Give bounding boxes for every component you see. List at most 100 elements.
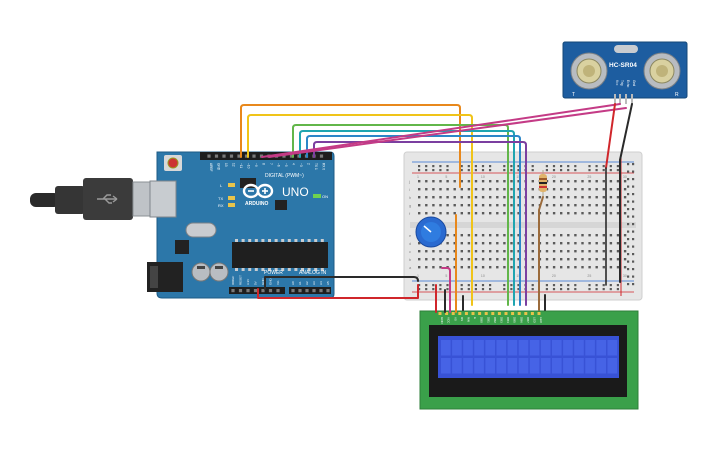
- wire-sensor-vcc: [605, 103, 616, 169]
- bb-col-number: 25: [587, 274, 591, 278]
- arduino-model: UNO: [282, 185, 309, 199]
- bb-col-number: 15: [516, 274, 520, 278]
- arduino-logo-icon: [242, 183, 274, 199]
- bb-col-number: 20: [552, 274, 556, 278]
- bb-col-number: 10: [481, 274, 485, 278]
- on-led: [313, 194, 321, 198]
- header-pin-label: 3.3V: [246, 279, 250, 285]
- l-led-label: L: [220, 183, 223, 188]
- header-pin-label: 13: [224, 163, 228, 167]
- header-pin-label: AREF: [209, 163, 213, 172]
- sensor-r-mark: R: [675, 92, 679, 98]
- lcd-pin-label: DB5: [513, 317, 517, 323]
- bb-row-letter: j: [408, 179, 410, 184]
- sensor-pin-label: Vcc: [615, 80, 619, 86]
- wire-lcd-v0: [441, 267, 451, 313]
- bb-row-letter: a: [409, 265, 412, 270]
- lcd-pin-label: DB1: [486, 317, 490, 323]
- header-pin-label: ~3: [299, 163, 303, 167]
- wire-green: [292, 124, 509, 306]
- bb-col-number: 30: [623, 175, 627, 179]
- bb-row-letter: i: [409, 187, 410, 192]
- bb-col-number: 5: [445, 274, 447, 278]
- header-pin-label: A4: [319, 281, 323, 285]
- wire-trig: [261, 103, 621, 158]
- bb-row-letter: h: [409, 195, 411, 200]
- lcd-pin-label: DB0: [480, 317, 484, 323]
- header-pin-label: ~6: [277, 163, 281, 167]
- bb-col-number: 10: [481, 175, 485, 179]
- header-pin-label: A1: [298, 281, 302, 285]
- lcd-pin-label: GND: [440, 317, 444, 325]
- rx-led: [228, 203, 235, 207]
- lcd-pin-label: VCC: [447, 317, 451, 324]
- analog-label: ANALOG IN: [299, 270, 327, 276]
- lcd-pin-label: DB7: [526, 317, 530, 323]
- tx-led: [228, 196, 235, 200]
- lcd-pin-label: RW: [467, 317, 471, 322]
- bb-col-number: 1: [417, 274, 419, 278]
- header-pin-label: Vin: [276, 280, 280, 285]
- lcd-pin-label: DB2: [493, 317, 497, 323]
- header-pin-label: A5: [326, 281, 330, 285]
- header-pin-label: A0: [291, 281, 295, 285]
- wire-blue: [306, 135, 521, 306]
- wire-sensor-gnd: [619, 103, 633, 283]
- wire-5v: [257, 284, 419, 299]
- resistor: [539, 170, 547, 197]
- header-pin-label: 8: [262, 163, 266, 165]
- lcd-pin-label: E: [473, 317, 477, 319]
- header-pin-label: GND: [261, 278, 265, 286]
- lcd-pin-label: DB6: [519, 317, 523, 323]
- wire-purple: [313, 141, 527, 306]
- potentiometer: [415, 216, 447, 248]
- lcd-pin-label: LED: [539, 317, 543, 324]
- bb-col-number: 30: [623, 274, 627, 278]
- lcd-pin-label: DB4: [506, 317, 510, 323]
- sensor-model: HC-SR04: [609, 62, 637, 69]
- header-pin-label: A2: [305, 281, 309, 285]
- header-pin-label: 12: [232, 163, 236, 167]
- sensor-pin-label: Gnd: [632, 80, 636, 86]
- digital-label: DIGITAL (PWM~): [265, 173, 304, 179]
- header-pin-label: TX 1: [314, 163, 318, 170]
- lcd-pin-label: DB3: [500, 317, 504, 323]
- header-pin-label: ~10: [247, 163, 251, 169]
- header-pin-label: GND: [269, 278, 273, 286]
- header-pin-label: ~11: [239, 163, 243, 168]
- header-pin-label: GND: [217, 163, 221, 171]
- header-pin-label: 5V: [254, 281, 258, 285]
- wire-gnd: [264, 276, 419, 290]
- header-pin-label: 4: [292, 163, 296, 165]
- bb-row-letter: d: [409, 241, 411, 246]
- wire-yellow: [247, 114, 473, 306]
- header-pin-label: RX 0: [322, 163, 326, 170]
- bb-col-number: 1: [417, 175, 419, 179]
- usb-cable: [30, 178, 160, 220]
- header-pin-label: IOREF: [231, 276, 235, 285]
- bb-col-number: 25: [587, 175, 591, 179]
- power-label: POWER: [264, 270, 283, 276]
- arduino-brand: ARDUINO: [245, 201, 268, 207]
- bb-col-number: 20: [552, 175, 556, 179]
- tx-led-label: TX: [218, 196, 223, 201]
- header-pin-label: ~9: [254, 163, 258, 167]
- wires: [240, 103, 633, 313]
- bb-col-number: 15: [516, 175, 520, 179]
- bb-row-letter: f: [409, 211, 411, 216]
- wire-backlight: [538, 196, 544, 311]
- bb-row-letter: g: [409, 203, 411, 208]
- sensor-t-mark: T: [572, 92, 575, 98]
- bb-row-letter: b: [409, 257, 412, 262]
- lcd-pin-label: V0: [453, 317, 457, 321]
- on-led-label: ON: [322, 194, 328, 199]
- sensor-pin-label: Echo: [626, 80, 630, 87]
- sensor-pin-label: Trig: [620, 80, 624, 86]
- lcd-pin-label: LED: [533, 317, 537, 324]
- bb-col-number: 5: [445, 175, 447, 179]
- l-led: [228, 183, 235, 187]
- wire-echo: [268, 107, 627, 158]
